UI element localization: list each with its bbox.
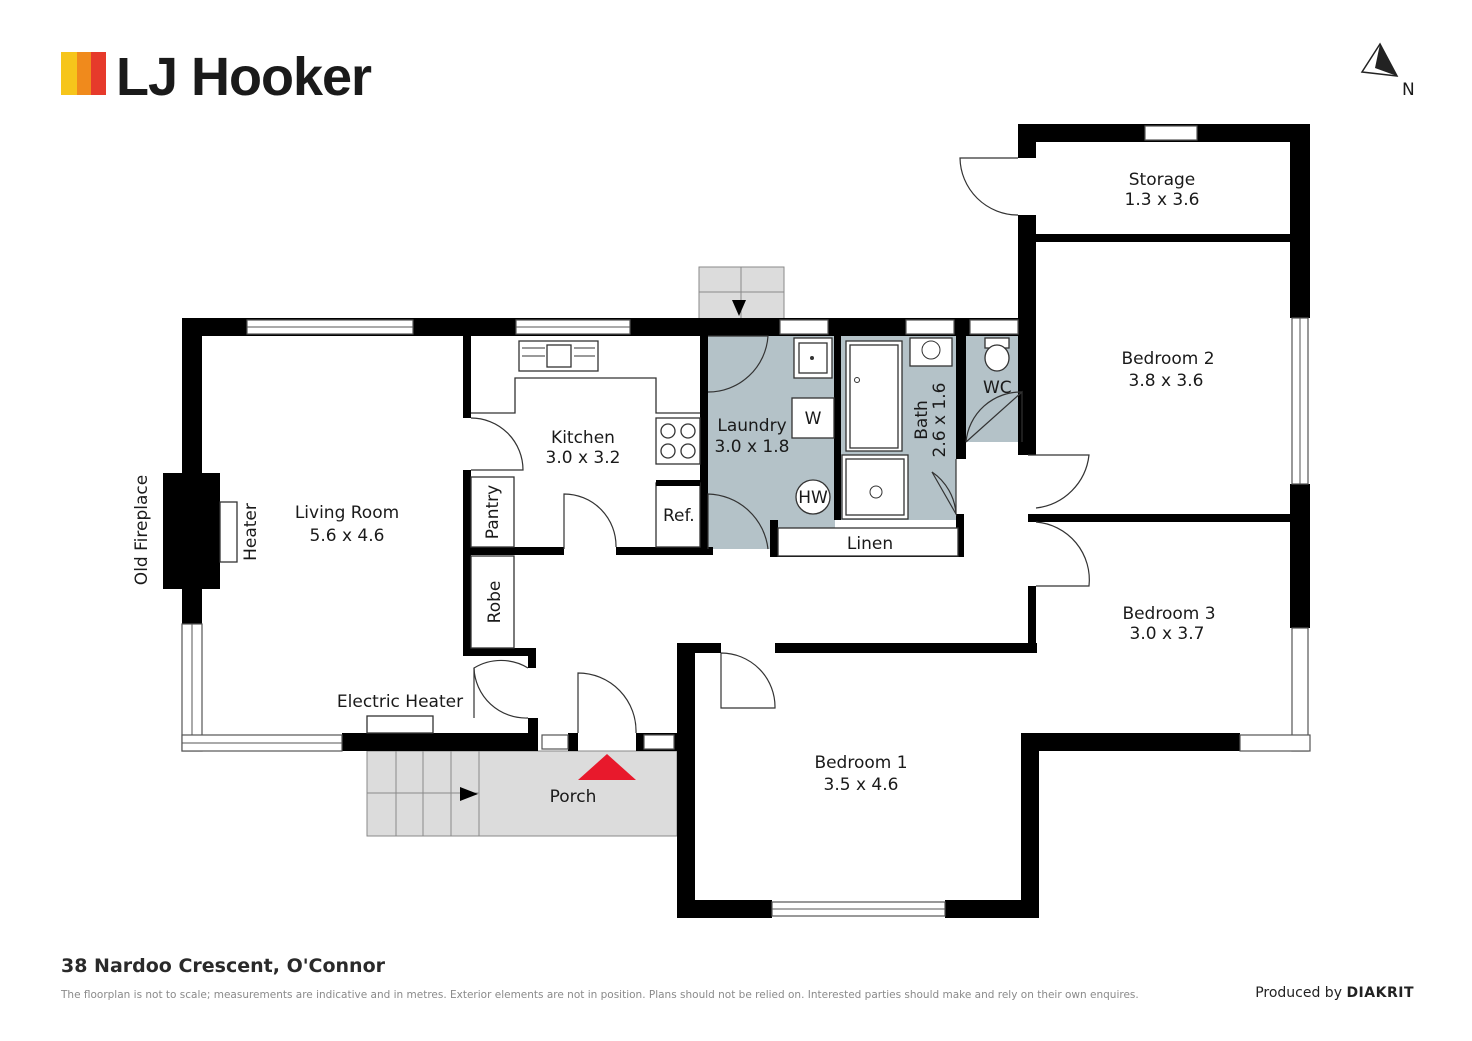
cooktop-icon <box>655 417 701 465</box>
porch-area <box>366 750 678 837</box>
robe-label: Robe <box>485 581 505 624</box>
room-bedroom-2: Bedroom 2 3.8 x 3.6 <box>1121 349 1214 391</box>
pantry-cupboard <box>470 476 515 548</box>
room-name: Living Room <box>295 503 399 523</box>
room-size: 3.5 x 4.6 <box>824 775 899 795</box>
disclaimer-text: The floorplan is not to scale; measureme… <box>61 989 1139 1001</box>
kitchen-bench <box>471 377 700 414</box>
linen-cupboard <box>777 527 959 557</box>
room-living-room: Living Room 5.6 x 4.6 <box>295 503 399 546</box>
room-bedroom-1: Bedroom 1 3.5 x 4.6 <box>814 753 907 795</box>
room-laundry: Laundry 3.0 x 1.8 <box>715 416 790 457</box>
electric-heater-label: Electric Heater <box>337 692 463 712</box>
room-name: Bedroom 2 <box>1121 349 1214 369</box>
electric-heater-unit <box>366 715 434 734</box>
washer-label: W <box>805 409 822 429</box>
hot-water-icon <box>795 479 831 515</box>
fridge-label: Ref. <box>663 506 695 526</box>
property-address: 38 Nardoo Crescent, O'Connor <box>61 955 386 977</box>
room-name: Bath <box>912 400 932 440</box>
room-bedroom-3: Bedroom 3 3.0 x 3.7 <box>1122 604 1215 644</box>
room-size: 5.6 x 4.6 <box>310 526 385 546</box>
room-storage: Storage 1.3 x 3.6 <box>1125 170 1200 210</box>
room-bath: Bath 2.6 x 1.6 <box>912 383 950 458</box>
linen-label: Linen <box>847 534 893 554</box>
room-size: 3.0 x 1.8 <box>715 437 790 457</box>
room-name: Bedroom 3 <box>1122 604 1215 624</box>
room-kitchen: Kitchen 3.0 x 3.2 <box>546 428 621 468</box>
heater-label: Heater <box>241 503 261 561</box>
old-fireplace-label: Old Fireplace <box>132 475 152 585</box>
toilet-icon <box>984 337 1010 372</box>
room-name: Bedroom 1 <box>814 753 907 773</box>
shower-icon <box>841 454 909 520</box>
heater-unit <box>219 501 238 563</box>
pantry-label: Pantry <box>483 485 503 539</box>
washer-box <box>791 397 835 439</box>
producer-credit: Produced by DIAKRIT <box>1255 985 1414 1001</box>
room-size: 1.3 x 3.6 <box>1125 190 1200 210</box>
hot-water-label: HW <box>798 488 828 508</box>
step-arrow-icon <box>460 787 478 801</box>
entry-marker-icon <box>578 754 636 780</box>
logo-bar-orange <box>77 52 91 95</box>
room-size: 2.6 x 1.6 <box>930 383 950 458</box>
kitchen-sink-icon <box>518 340 599 372</box>
porch-label: Porch <box>550 787 597 807</box>
windows <box>181 125 1311 917</box>
logo-wordmark: LJ Hooker <box>116 47 372 107</box>
room-name: Laundry <box>717 416 786 436</box>
producer-brand: DIAKRIT <box>1346 985 1414 1001</box>
room-name: Kitchen <box>551 428 615 448</box>
room-size: 3.0 x 3.2 <box>546 448 621 468</box>
bathtub-icon <box>845 340 903 452</box>
logo-bar-yellow <box>61 52 77 95</box>
north-arrow-icon: N <box>1360 42 1415 100</box>
entry-arrow-icon <box>732 300 746 316</box>
compass-label: N <box>1402 80 1415 100</box>
wc-label: WC <box>983 378 1012 398</box>
logo-bar-red <box>91 52 106 95</box>
old-fireplace-block <box>163 473 220 589</box>
room-size: 3.8 x 3.6 <box>1129 371 1204 391</box>
producer-prefix: Produced by <box>1255 985 1342 1001</box>
room-name: Storage <box>1129 170 1196 190</box>
basin-icon <box>909 337 953 367</box>
robe-cupboard <box>470 555 515 649</box>
brand-logo: LJ Hooker <box>61 47 373 107</box>
doors <box>470 157 1090 734</box>
laundry-tub-icon <box>793 337 833 379</box>
room-size: 3.0 x 3.7 <box>1130 624 1205 644</box>
